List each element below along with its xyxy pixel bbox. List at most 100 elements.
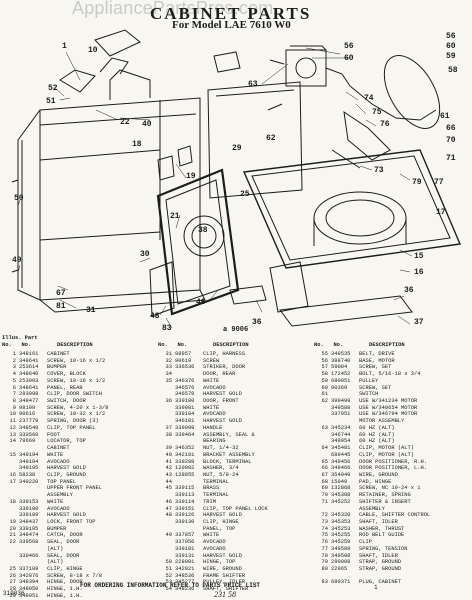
part-number: 349194 <box>19 451 39 458</box>
part-number: 293998 <box>19 391 39 398</box>
illus-number: 20 <box>9 525 16 532</box>
part-description: USE W/341234 MOTOR <box>359 398 418 405</box>
part-number: 237779 <box>19 418 39 425</box>
illus-number: 2 <box>12 357 16 364</box>
illus-number: 58 <box>321 371 328 378</box>
part-number: 339153 <box>19 498 39 505</box>
part-description: AVOCADO <box>47 458 70 465</box>
callout-71: 71 <box>446 154 456 163</box>
part-description: ROD BELT GUIDE <box>359 532 405 539</box>
part-description: RETAINER, SPRING <box>359 492 411 499</box>
part-description: CLIP, HINGE <box>203 518 239 525</box>
part-description: COVER, BLOCK <box>47 371 86 378</box>
part-number: 348477 <box>19 398 39 405</box>
illus-number: 32 <box>165 357 172 364</box>
callout-49: 49 <box>12 256 22 265</box>
part-description: HINGE, TOP <box>203 559 236 566</box>
callout-15: 15 <box>414 252 424 261</box>
part-number: 339131 <box>175 552 195 559</box>
illus-number: 10 <box>9 411 16 418</box>
illus-number: 37 <box>165 424 172 431</box>
callout-63: 63 <box>248 80 258 89</box>
part-number: 349954 <box>331 438 351 445</box>
illus-number: 61 <box>321 391 328 398</box>
part-description: CLIP, HARNESS <box>203 351 246 357</box>
part-number: 98199 <box>19 404 36 411</box>
illus-number: 9 <box>12 404 16 411</box>
part-description: SEAL, DOOR <box>47 552 80 559</box>
part-description: LOCK, FRONT TOP <box>47 518 96 525</box>
illus-number: 48 <box>165 512 172 519</box>
callout-59: 59 <box>446 52 456 61</box>
callout-22: 22 <box>120 118 130 127</box>
part-number: 348641 <box>19 357 39 364</box>
callout-62: 62 <box>266 134 276 143</box>
table-subheader-col1: No. No. DESCRIPTION <box>2 342 93 348</box>
part-description: HARVEST GOLD <box>203 391 242 398</box>
part-description: WIRE, GROUND <box>203 566 242 572</box>
part-description: HARVEST GOLD <box>203 512 242 519</box>
illus-number: 26 <box>9 572 16 579</box>
callout-19: 19 <box>186 172 196 181</box>
callout-58: 58 <box>448 66 458 75</box>
part-number: 339185 <box>19 525 39 532</box>
part-number: 349466 <box>331 465 351 472</box>
part-number: 90619 <box>175 357 192 364</box>
part-description: SWITCH <box>359 391 379 398</box>
part-description: WHITE <box>203 532 220 539</box>
part-number: 339568 <box>19 539 39 546</box>
part-number: 228081 <box>175 559 195 566</box>
part-number: 339151 <box>175 505 195 512</box>
part-description: HINGE, 1.H. <box>47 586 83 593</box>
part-description: AVOCADO <box>203 539 226 546</box>
part-description: SHAFT, IDLER <box>359 552 398 559</box>
part-description: TRIM <box>203 498 216 505</box>
part-number: 348549 <box>19 424 39 431</box>
callout-77: 77 <box>434 178 444 187</box>
callout-60: 60 <box>344 54 354 63</box>
table-subheader-col3: No. No. DESCRIPTION <box>314 342 405 348</box>
table-subheader-col2: No. No. DESCRIPTION <box>158 342 249 348</box>
callout-1: 1 <box>62 42 67 51</box>
illus-number: 11 <box>9 418 16 425</box>
part-number: 339466 <box>19 552 39 559</box>
part-description: BUMPER <box>47 525 67 532</box>
diagram-code: a 9006 <box>223 326 249 334</box>
callout-79: 79 <box>412 178 422 187</box>
part-description: CLIP, TOP PANEL <box>47 424 96 431</box>
part-number: 342876 <box>19 572 39 579</box>
callout-37: 37 <box>414 318 424 327</box>
illus-number: 27 <box>9 579 16 586</box>
part-description: NUT, 5/8-24 <box>203 471 239 478</box>
door-drawing <box>149 145 240 317</box>
part-description: CABINET <box>47 445 70 452</box>
callout-18: 18 <box>132 140 142 149</box>
callout-51: 51 <box>46 97 56 106</box>
callout-17: 17 <box>436 208 446 217</box>
part-number: 346576 <box>175 384 195 391</box>
illus-number: 83 <box>321 579 328 586</box>
illus-number: 5 <box>12 377 16 384</box>
part-number: 90616 <box>19 411 36 418</box>
part-number: 345255 <box>331 532 351 539</box>
part-description: (ALT) <box>47 559 64 566</box>
illus-number: 59 <box>321 377 328 384</box>
illus-number: 36 <box>165 398 172 405</box>
part-description: DOOR POSITIONER, L.H. <box>359 465 427 472</box>
illus-number: 66 <box>321 465 328 472</box>
callout-29: 29 <box>232 144 242 153</box>
